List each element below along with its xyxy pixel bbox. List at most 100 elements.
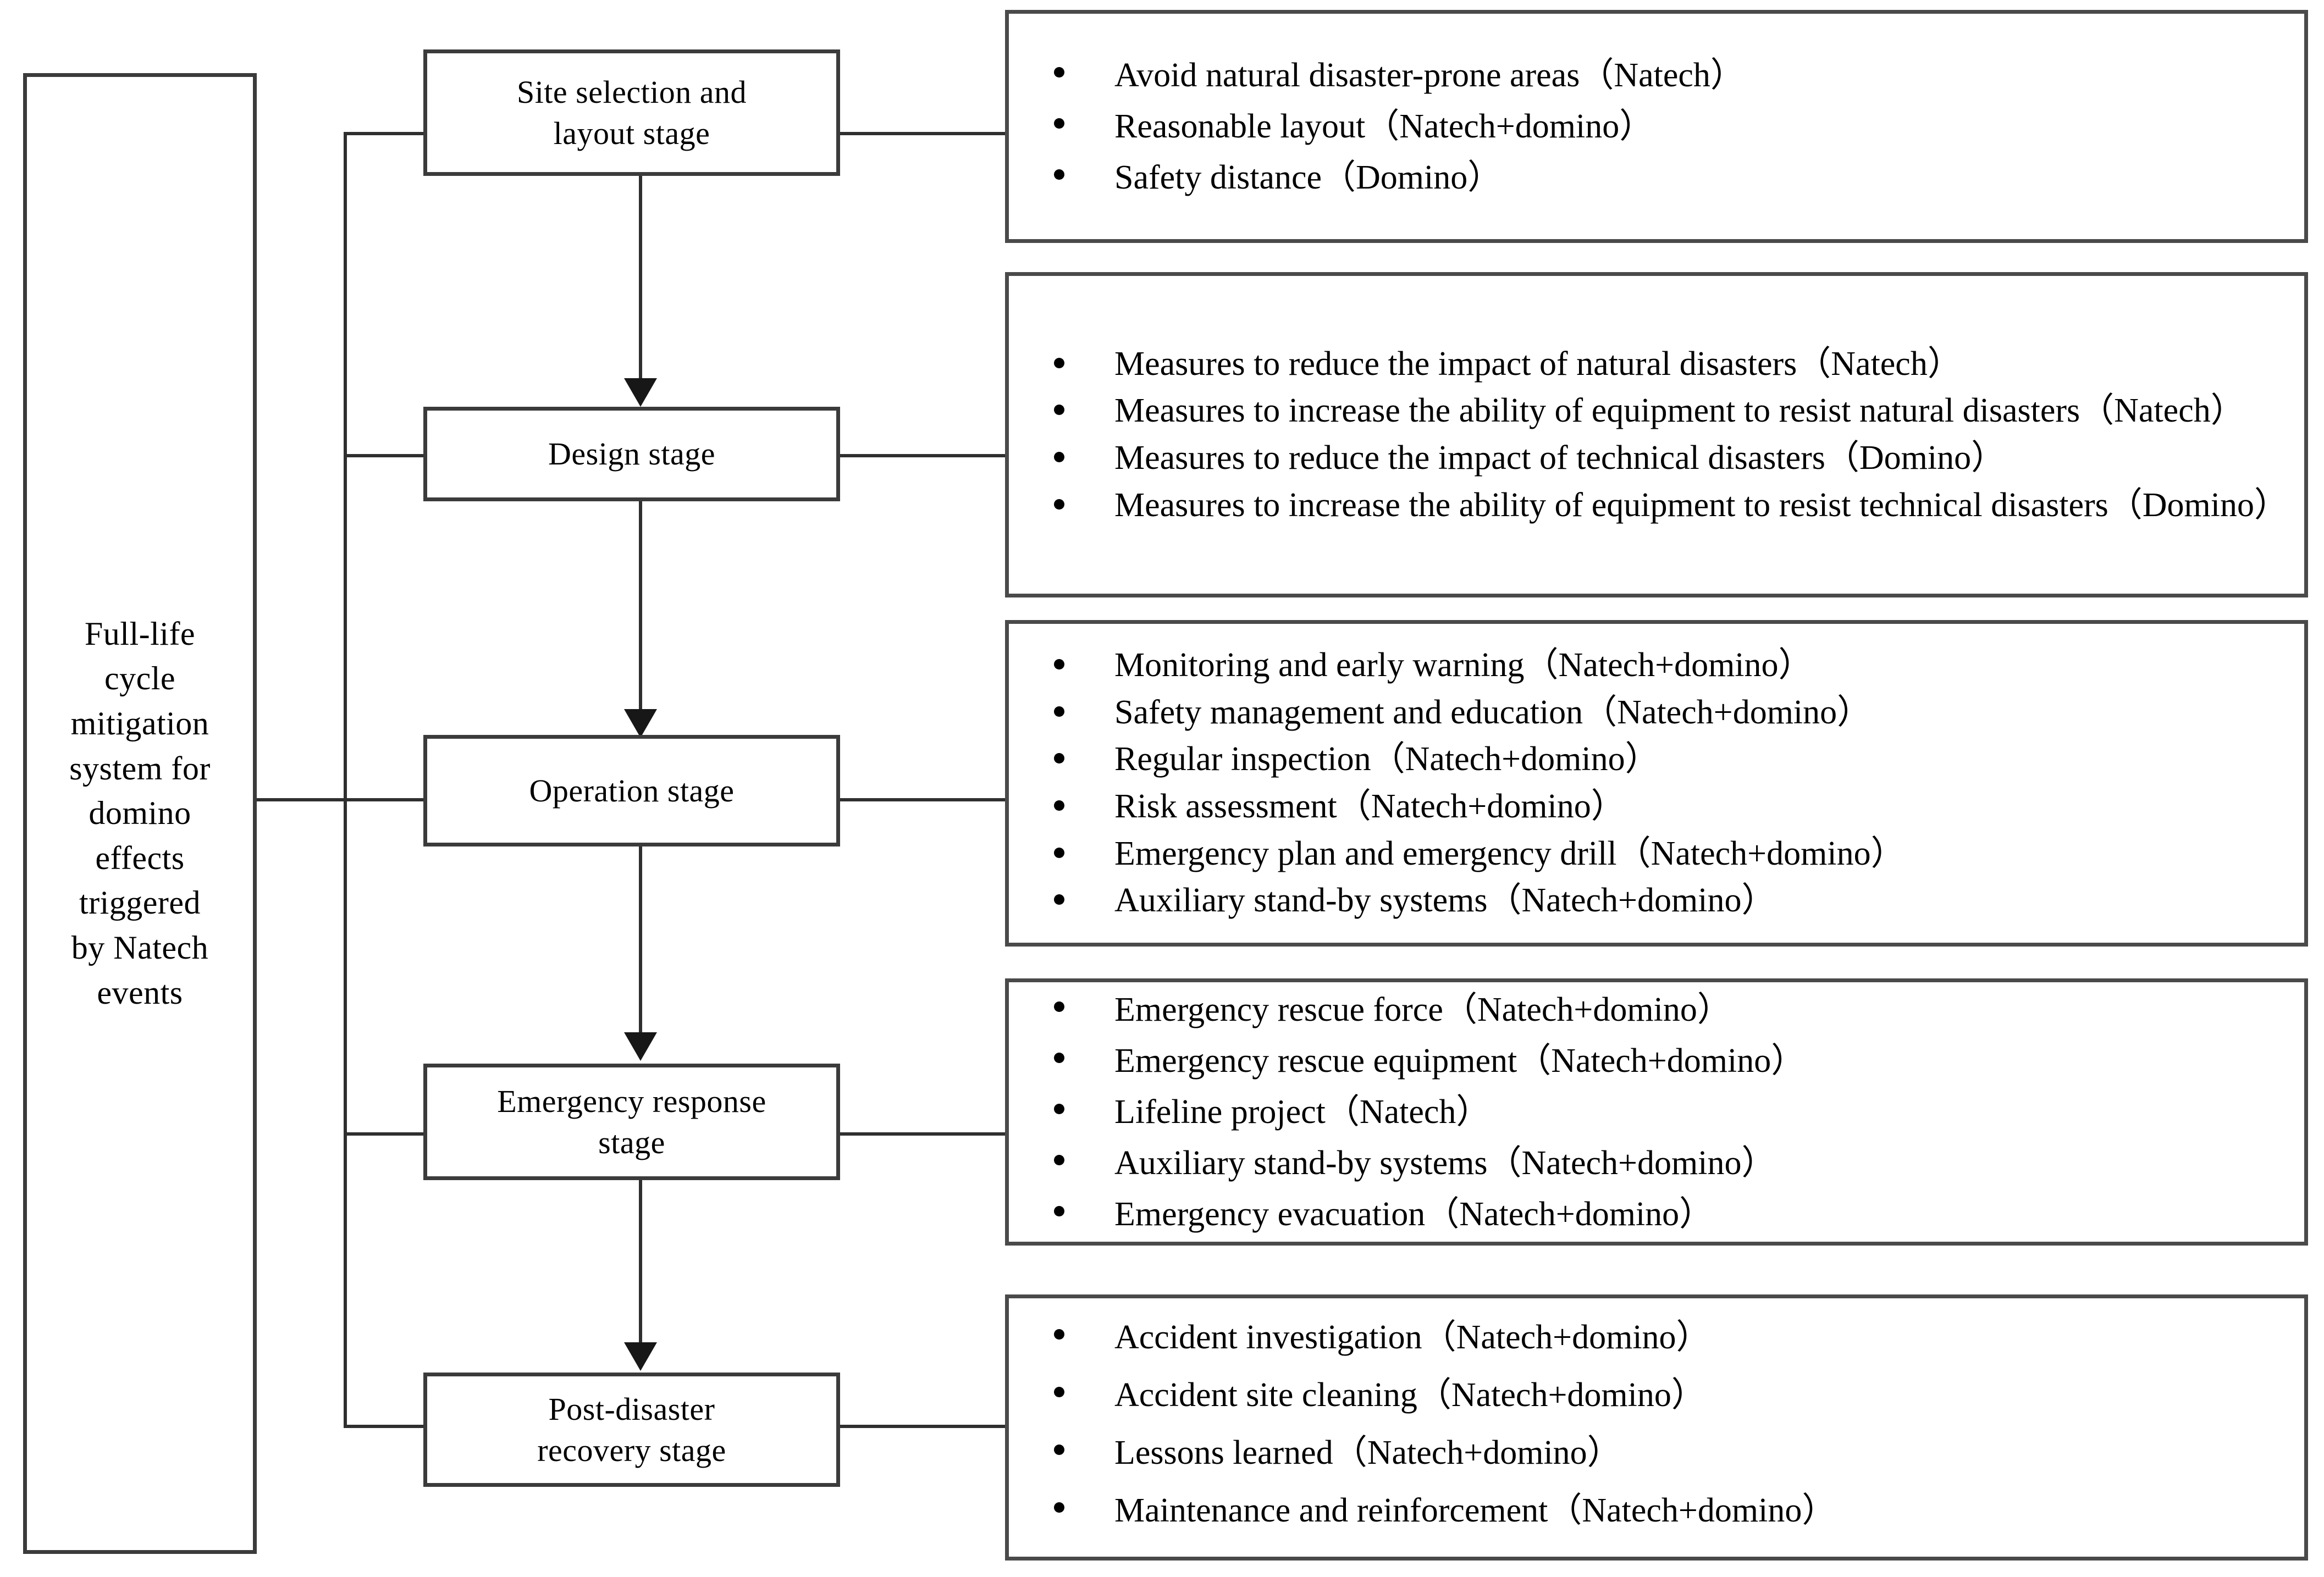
bullet-icon: [1054, 659, 1064, 670]
measure-text: Maintenance and reinforcement（Natech+dom…: [1114, 1492, 1836, 1529]
measure-list-item: Emergency rescue force（Natech+domino）: [1023, 984, 2290, 1036]
measure-text: Safety distance（Domino）: [1114, 158, 1502, 196]
connector-post-disaster-stage-to-panel: [837, 1425, 1008, 1428]
measure-list-item: Lifeline project（Natech）: [1023, 1087, 2290, 1138]
bullet-icon: [1054, 1445, 1064, 1455]
measure-list-item: Measures to increase the ability of equi…: [1023, 388, 2290, 435]
stage-box-site-selection-and-layout-stage[interactable]: Site selection and layout stage: [423, 49, 840, 176]
measure-list-item: Measures to reduce the impact of technic…: [1023, 435, 2290, 482]
bullet-icon: [1054, 1001, 1064, 1012]
measure-list-item: Emergency evacuation（Natech+domino）: [1023, 1189, 2290, 1240]
measure-list-item: Auxiliary stand-by systems（Natech+domino…: [1023, 1138, 2290, 1189]
connector-emergency-response-stage-to-panel: [837, 1132, 1008, 1136]
measure-text: Emergency evacuation（Natech+domino）: [1114, 1195, 1714, 1233]
stage-box-post-disaster-recovery-stage[interactable]: Post-disaster recovery stage: [423, 1373, 840, 1487]
bullet-icon: [1054, 452, 1064, 462]
measure-text: Risk assessment（Natech+domino）: [1114, 788, 1625, 825]
measure-list-item: Emergency plan and emergency drill（Natec…: [1023, 831, 2290, 878]
bullet-icon: [1054, 753, 1064, 764]
measure-text: Measures to increase the ability of equi…: [1114, 392, 2245, 430]
connector-design-stage-to-panel: [837, 454, 1008, 457]
bullet-icon: [1054, 1205, 1064, 1216]
measure-list-operation: Monitoring and early warning（Natech+domi…: [1023, 642, 2290, 924]
measure-text: Reasonable layout（Natech+domino）: [1114, 107, 1654, 145]
connector-trunk-to-post-disaster-stage: [344, 1425, 426, 1428]
measure-list-item: Measures to increase the ability of equi…: [1023, 482, 2290, 529]
measure-list-item: Risk assessment（Natech+domino）: [1023, 783, 2290, 831]
bullet-icon: [1054, 118, 1064, 129]
measure-list-item: Reasonable layout（Natech+domino）: [1023, 101, 2290, 152]
measure-text: Safety management and education（Natech+d…: [1114, 693, 1872, 731]
measure-list-item: Regular inspection（Natech+domino）: [1023, 736, 2290, 783]
bullet-icon: [1054, 706, 1064, 717]
measure-text: Measures to reduce the impact of technic…: [1114, 439, 2006, 477]
measure-list-item: Accident investigation（Natech+domino）: [1023, 1312, 2290, 1363]
measure-list-item: Safety management and education（Natech+d…: [1023, 689, 2290, 737]
stage-label-emergency-response-stage: Emergency response stage: [497, 1083, 766, 1160]
stage-label-post-disaster-recovery-stage: Post-disaster recovery stage: [537, 1391, 726, 1468]
connector-trunk-to-design-stage: [344, 454, 426, 457]
connector-operation-stage-to-panel: [837, 798, 1008, 801]
stage-box-operation-stage[interactable]: Operation stage: [423, 735, 840, 846]
measure-list-item: Measures to reduce the impact of natural…: [1023, 341, 2290, 388]
measure-list-item: Safety distance（Domino）: [1023, 152, 2290, 203]
measure-list-item: Lessons learned（Natech+domino）: [1023, 1427, 2290, 1479]
bullet-icon: [1054, 894, 1064, 905]
measure-text: Lessons learned（Natech+domino）: [1114, 1434, 1621, 1471]
measure-text: Avoid natural disaster-prone areas（Natec…: [1114, 56, 1745, 94]
measure-list-item: Emergency rescue equipment（Natech+domino…: [1023, 1036, 2290, 1087]
detail-panel-post-disaster-recovery-measures: Accident investigation（Natech+domino） Acc…: [1005, 1294, 2308, 1561]
flow-arrow-emergency-to-post-disaster: [624, 1342, 657, 1371]
measure-text: Monitoring and early warning（Natech+domi…: [1114, 646, 1813, 684]
measure-list-emergency-response: Emergency rescue force（Natech+domino） Eme…: [1023, 984, 2290, 1240]
flow-arrow-site-to-design: [624, 378, 657, 407]
stage-box-emergency-response-stage[interactable]: Emergency response stage: [423, 1064, 840, 1180]
flow-line-design-to-operation: [639, 501, 642, 710]
bullet-icon: [1054, 499, 1064, 510]
detail-panel-emergency-response-measures: Emergency rescue force（Natech+domino） Eme…: [1005, 978, 2308, 1246]
measure-text: Accident investigation（Natech+domino）: [1114, 1319, 1710, 1356]
bullet-icon: [1054, 1329, 1064, 1340]
measure-text: Emergency rescue equipment（Natech+domino…: [1114, 1042, 1806, 1080]
stage-label-operation-stage: Operation stage: [529, 772, 735, 809]
stage-label-site-selection-and-layout-stage: Site selection and layout stage: [516, 74, 747, 151]
flow-line-site-to-design: [639, 176, 642, 379]
stage-label-design-stage: Design stage: [548, 436, 715, 472]
measure-text: Measures to increase the ability of equi…: [1114, 486, 2289, 524]
flow-arrow-design-to-operation: [624, 709, 657, 738]
measure-list-item: Avoid natural disaster-prone areas（Natec…: [1023, 50, 2290, 101]
bullet-icon: [1054, 1154, 1064, 1165]
measure-list-item: Monitoring and early warning（Natech+domi…: [1023, 642, 2290, 689]
measure-list-item: Maintenance and reinforcement（Natech+dom…: [1023, 1485, 2290, 1536]
bullet-icon: [1054, 169, 1064, 180]
connector-site-selection-stage-to-panel: [837, 132, 1008, 135]
bullet-icon: [1054, 1502, 1064, 1513]
flow-line-emergency-to-post-disaster: [639, 1180, 642, 1344]
bullet-icon: [1054, 357, 1064, 368]
measure-list-item: Auxiliary stand-by systems（Natech+domino…: [1023, 877, 2290, 925]
detail-panel-site-selection-measures: Avoid natural disaster-prone areas（Natec…: [1005, 10, 2308, 243]
bullet-icon: [1054, 1103, 1064, 1114]
measure-list-site-selection: Avoid natural disaster-prone areas（Natec…: [1023, 50, 2290, 203]
measure-text: Measures to reduce the impact of natural…: [1114, 345, 1962, 383]
root-node-label: Full-life cycle mitigation system for do…: [69, 615, 211, 1011]
measure-text: Auxiliary stand-by systems（Natech+domino…: [1114, 1144, 1776, 1182]
measure-list-item: Accident site cleaning（Natech+domino）: [1023, 1370, 2290, 1421]
measure-text: Accident site cleaning（Natech+domino）: [1114, 1376, 1705, 1414]
measure-list-post-disaster-recovery: Accident investigation（Natech+domino） Acc…: [1023, 1312, 2290, 1543]
detail-panel-design-measures: Measures to reduce the impact of natural…: [1005, 272, 2308, 597]
connector-trunk-to-emergency-response-stage: [344, 1132, 426, 1136]
connector-root-to-trunk: [257, 798, 347, 801]
detail-panel-operation-measures: Monitoring and early warning（Natech+domi…: [1005, 620, 2308, 947]
flow-line-operation-to-emergency: [639, 846, 642, 1033]
flow-arrow-operation-to-emergency: [624, 1032, 657, 1061]
bullet-icon: [1054, 1052, 1064, 1063]
measure-text: Regular inspection（Natech+domino）: [1114, 740, 1659, 778]
bullet-icon: [1054, 405, 1064, 416]
root-node-full-life-cycle-mitigation-system: Full-life cycle mitigation system for do…: [23, 73, 257, 1554]
stage-box-design-stage[interactable]: Design stage: [423, 407, 840, 501]
connector-trunk-to-site-selection-stage: [344, 132, 426, 135]
measure-list-design: Measures to reduce the impact of natural…: [1023, 341, 2290, 529]
bullet-icon: [1054, 847, 1064, 858]
